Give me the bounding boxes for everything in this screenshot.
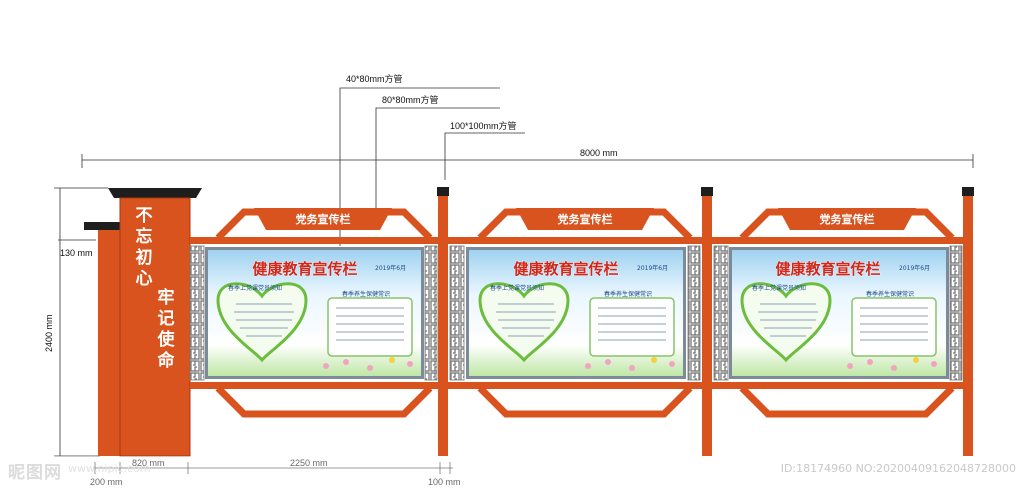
frame	[190, 187, 974, 456]
dim-total-height: 2400 mm	[44, 314, 54, 352]
lattice-screens	[189, 245, 963, 381]
panel-1-title: 健康教育宣传栏	[252, 260, 357, 278]
panel-3-badge: 2019年6月	[899, 264, 930, 272]
dimension-lines	[54, 87, 974, 474]
dim-panel-span: 2250 mm	[290, 458, 328, 468]
pillar-slogan-line2: 牢记使命	[157, 288, 175, 371]
dim-base-width: 200 mm	[90, 477, 123, 487]
panel-3-title: 健康教育宣传栏	[775, 260, 880, 278]
back-pillar	[84, 222, 124, 456]
panel-3-header: 党务宣传栏	[820, 212, 875, 226]
dim-pillar-width: 820 mm	[132, 458, 165, 468]
dim-pipe-80x80: 80*80mm方管	[382, 94, 439, 105]
panel-1-right-heading: 春季养生保健常识	[342, 290, 390, 298]
dim-total-width: 8000 mm	[580, 148, 618, 158]
panel-3: 党务宣传栏 健康教育宣传栏 2019年6月 春季上党课党员须知 春季养生保健常识	[729, 208, 955, 418]
panel-2-title: 健康教育宣传栏	[513, 260, 618, 278]
dim-post-width: 100 mm	[428, 477, 461, 487]
panel-2-right-heading: 春季养生保健常识	[604, 290, 652, 298]
panel-1: 党务宣传栏 健康教育宣传栏 2019年6月 春季上党课党员须知 春季养生保健常识	[205, 208, 433, 418]
dim-pipe-100x100: 100*100mm方管	[450, 120, 517, 131]
panel-2-header: 党务宣传栏	[558, 212, 613, 226]
panel-1-badge: 2019年6月	[375, 264, 406, 272]
panel-2-left-heading: 春季上党课党员须知	[490, 284, 544, 292]
panel-2-badge: 2019年6月	[637, 264, 668, 272]
panel-3-right-heading: 春季养生保健常识	[866, 290, 914, 298]
watermark-id: ID:18174960 NO:20200409162048728000	[780, 462, 1016, 475]
dim-pipe-40x80: 40*80mm方管	[346, 73, 403, 84]
watermark-logo: 昵图网	[8, 463, 62, 483]
watermark-site: www.nipic.com	[68, 462, 151, 475]
dim-top-height: 130 mm	[60, 248, 93, 258]
panel-3-left-heading: 春季上党课党员须知	[752, 284, 806, 292]
panel-1-left-heading: 春季上党课党员须知	[228, 284, 282, 292]
watermark-band	[0, 456, 1024, 490]
panel-2: 党务宣传栏 健康教育宣传栏 2019年6月 春季上党课党员须知 春季养生保健常识	[466, 208, 693, 418]
main-pillar	[108, 188, 202, 457]
panel-1-header: 党务宣传栏	[296, 212, 351, 226]
pillar-slogan-line1: 不忘初心	[135, 206, 153, 289]
